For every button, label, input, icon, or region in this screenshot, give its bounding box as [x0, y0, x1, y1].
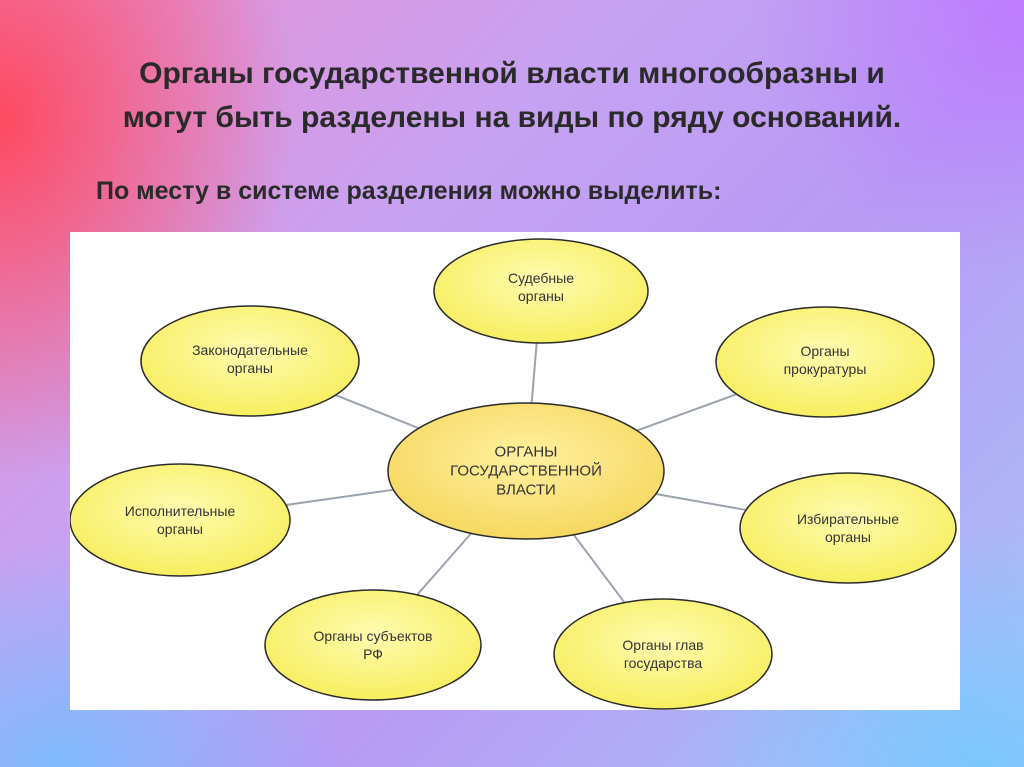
center-node-line-1: ОРГАНЫ: [494, 443, 558, 461]
connector-heads-of-state: [572, 534, 626, 604]
node-legislative-line-2: органы: [227, 360, 273, 376]
node-ellipse-legislative: [140, 305, 360, 417]
node-subjects-line-2: РФ: [363, 646, 383, 662]
node-executive-line-2: органы: [157, 521, 203, 537]
node-label-legislative: Законодательные органы: [150, 341, 350, 377]
diagram-canvas: [70, 238, 957, 710]
center-node-ellipse: [387, 402, 665, 540]
node-heads-line-1: Органы глав: [622, 637, 704, 653]
center-node-line-3: ВЛАСТИ: [496, 481, 556, 499]
slide-title-line-1: Органы государственной власти многообраз…: [139, 57, 885, 90]
node-prosecutor-line-1: Органы: [800, 343, 850, 359]
center-node-label: ОРГАНЫ ГОСУДАРСТВЕННОЙ ВЛАСТИ: [406, 443, 646, 500]
slide-title-line-2: могут быть разделены на виды по ряду осн…: [122, 101, 902, 134]
node-ellipse-federal-subjects: [264, 589, 482, 701]
connector-legislative: [335, 394, 420, 430]
node-judicial-line-1: Судебные: [507, 270, 575, 286]
connector-electoral: [655, 493, 747, 511]
node-executive-line-1: Исполнительные: [124, 503, 236, 519]
node-label-prosecutor: Органы прокуратуры: [725, 342, 925, 378]
node-label-federal-subjects: Органы субъектов РФ: [273, 627, 473, 663]
node-ellipse-prosecutor: [715, 306, 935, 418]
diagram-panel: ОРГАНЫ ГОСУДАРСТВЕННОЙ ВЛАСТИ Судебные о…: [70, 232, 960, 710]
slide-title: Органы государственной власти многообраз…: [40, 52, 984, 140]
node-label-electoral: Избирательные органы: [748, 510, 948, 546]
node-ellipse-heads-of-state: [553, 598, 773, 710]
node-legislative-line-1: Законодательные: [192, 342, 308, 358]
connector-federal-subjects: [416, 532, 472, 596]
node-ellipse-electoral: [739, 472, 957, 584]
connector-executive: [285, 488, 394, 506]
node-label-heads-of-state: Органы глав государства: [563, 636, 763, 672]
node-prosecutor-line-2: прокуратуры: [783, 361, 867, 377]
connector-lines: [285, 342, 747, 604]
node-heads-line-2: государства: [623, 655, 703, 671]
node-ellipses: [70, 238, 957, 710]
connector-prosecutor: [636, 393, 737, 432]
node-ellipse-executive: [70, 463, 291, 577]
node-judicial-line-2: органы: [518, 288, 564, 304]
node-electoral-line-2: органы: [825, 529, 871, 545]
node-ellipse-judicial: [433, 238, 649, 344]
node-subjects-line-1: Органы субъектов: [313, 628, 433, 644]
connector-judicial: [530, 342, 538, 404]
node-label-judicial: Судебные органы: [441, 269, 641, 305]
center-node-line-2: ГОСУДАРСТВЕННОЙ: [450, 462, 602, 480]
node-label-executive: Исполнительные органы: [80, 502, 280, 538]
node-electoral-line-1: Избирательные: [796, 511, 900, 527]
slide-subtitle: По месту в системе разделения можно выде…: [96, 177, 722, 205]
